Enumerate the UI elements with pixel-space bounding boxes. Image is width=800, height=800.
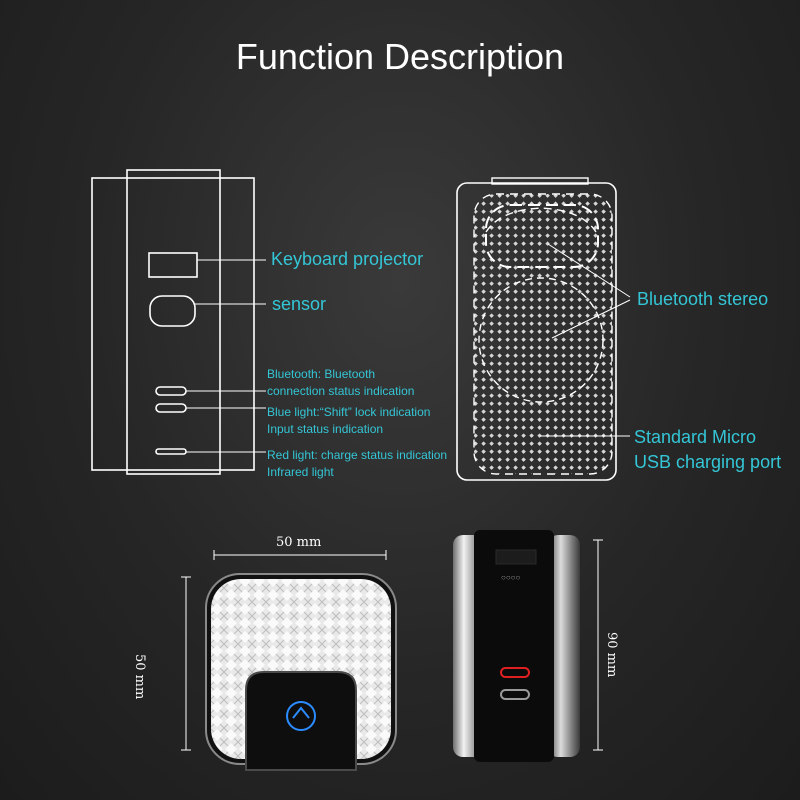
page-title: Function Description <box>235 36 565 77</box>
label-blue-light-2: Input status indication <box>267 422 384 436</box>
label-bluetooth-2: connection status indication <box>267 384 415 398</box>
product-front-photo <box>205 573 397 771</box>
dimension-height: 50 mm <box>132 654 147 700</box>
dimension-width: 50 mm <box>276 535 322 550</box>
label-bluetooth-stereo: Bluetooth stereo <box>637 289 769 309</box>
label-keyboard-projector: Keyboard projector <box>271 249 424 269</box>
label-red-light-2: Infrared light <box>267 465 334 479</box>
svg-text:○○○○: ○○○○ <box>501 573 520 582</box>
label-bluetooth-1: Bluetooth: Bluetooth <box>267 367 376 381</box>
label-sensor: sensor <box>272 294 327 314</box>
front-outline <box>91 169 255 475</box>
label-blue-light-1: Blue light:“Shift” lock indication <box>267 405 431 419</box>
product-side-photo: ○○○○ <box>453 530 580 762</box>
label-usb-2: USB charging port <box>634 452 782 472</box>
back-outline <box>456 177 617 481</box>
dimension-depth: 90 mm <box>604 632 619 678</box>
label-usb-1: Standard Micro <box>634 427 757 447</box>
label-red-light-1: Red light: charge status indication <box>267 448 448 462</box>
